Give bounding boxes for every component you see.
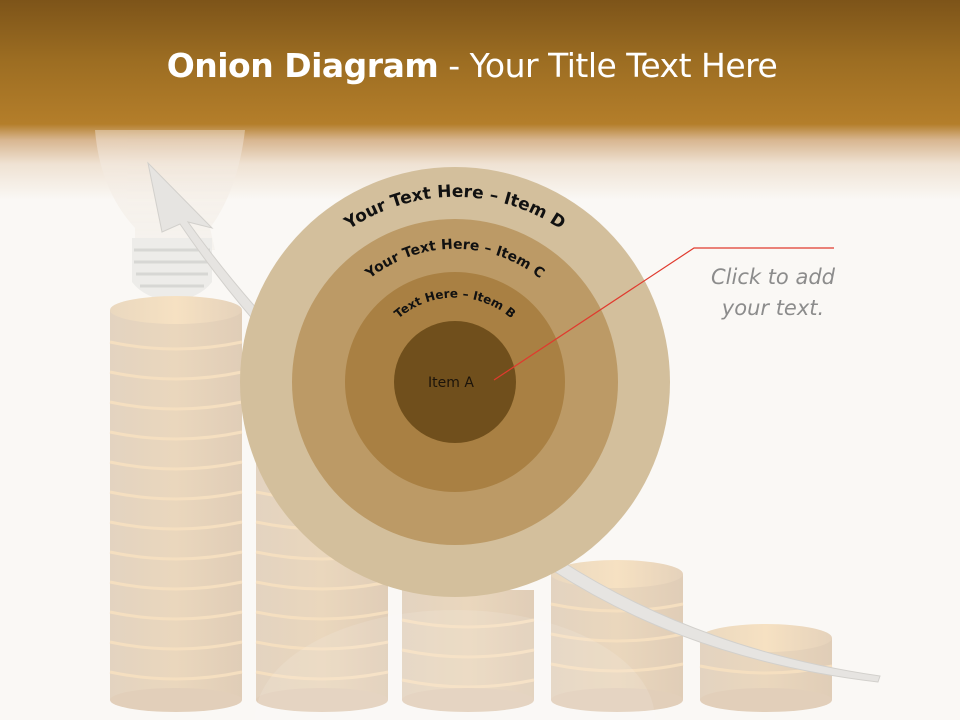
layer-a-core[interactable]: [394, 321, 516, 443]
coin-stack-1: [109, 296, 243, 712]
callout-placeholder-text[interactable]: Click to add your text.: [688, 262, 858, 324]
layer-a-label: Item A: [428, 375, 474, 391]
callout-line-1: Click to add: [710, 265, 835, 289]
coin-stack-5: [699, 624, 833, 712]
title-bold: Onion Diagram: [166, 46, 439, 85]
title-rest: - Your Title Text Here: [438, 46, 778, 85]
callout-connector: [493, 247, 834, 381]
callout-line-2: your text.: [721, 296, 825, 320]
onion-diagram: Your Text Here – Item D Your Text Here –…: [240, 167, 670, 597]
slide-title[interactable]: Onion Diagram - Your Title Text Here: [0, 46, 944, 85]
coin-stacks-icon: [109, 296, 833, 720]
coin-stack-3: [401, 590, 535, 712]
